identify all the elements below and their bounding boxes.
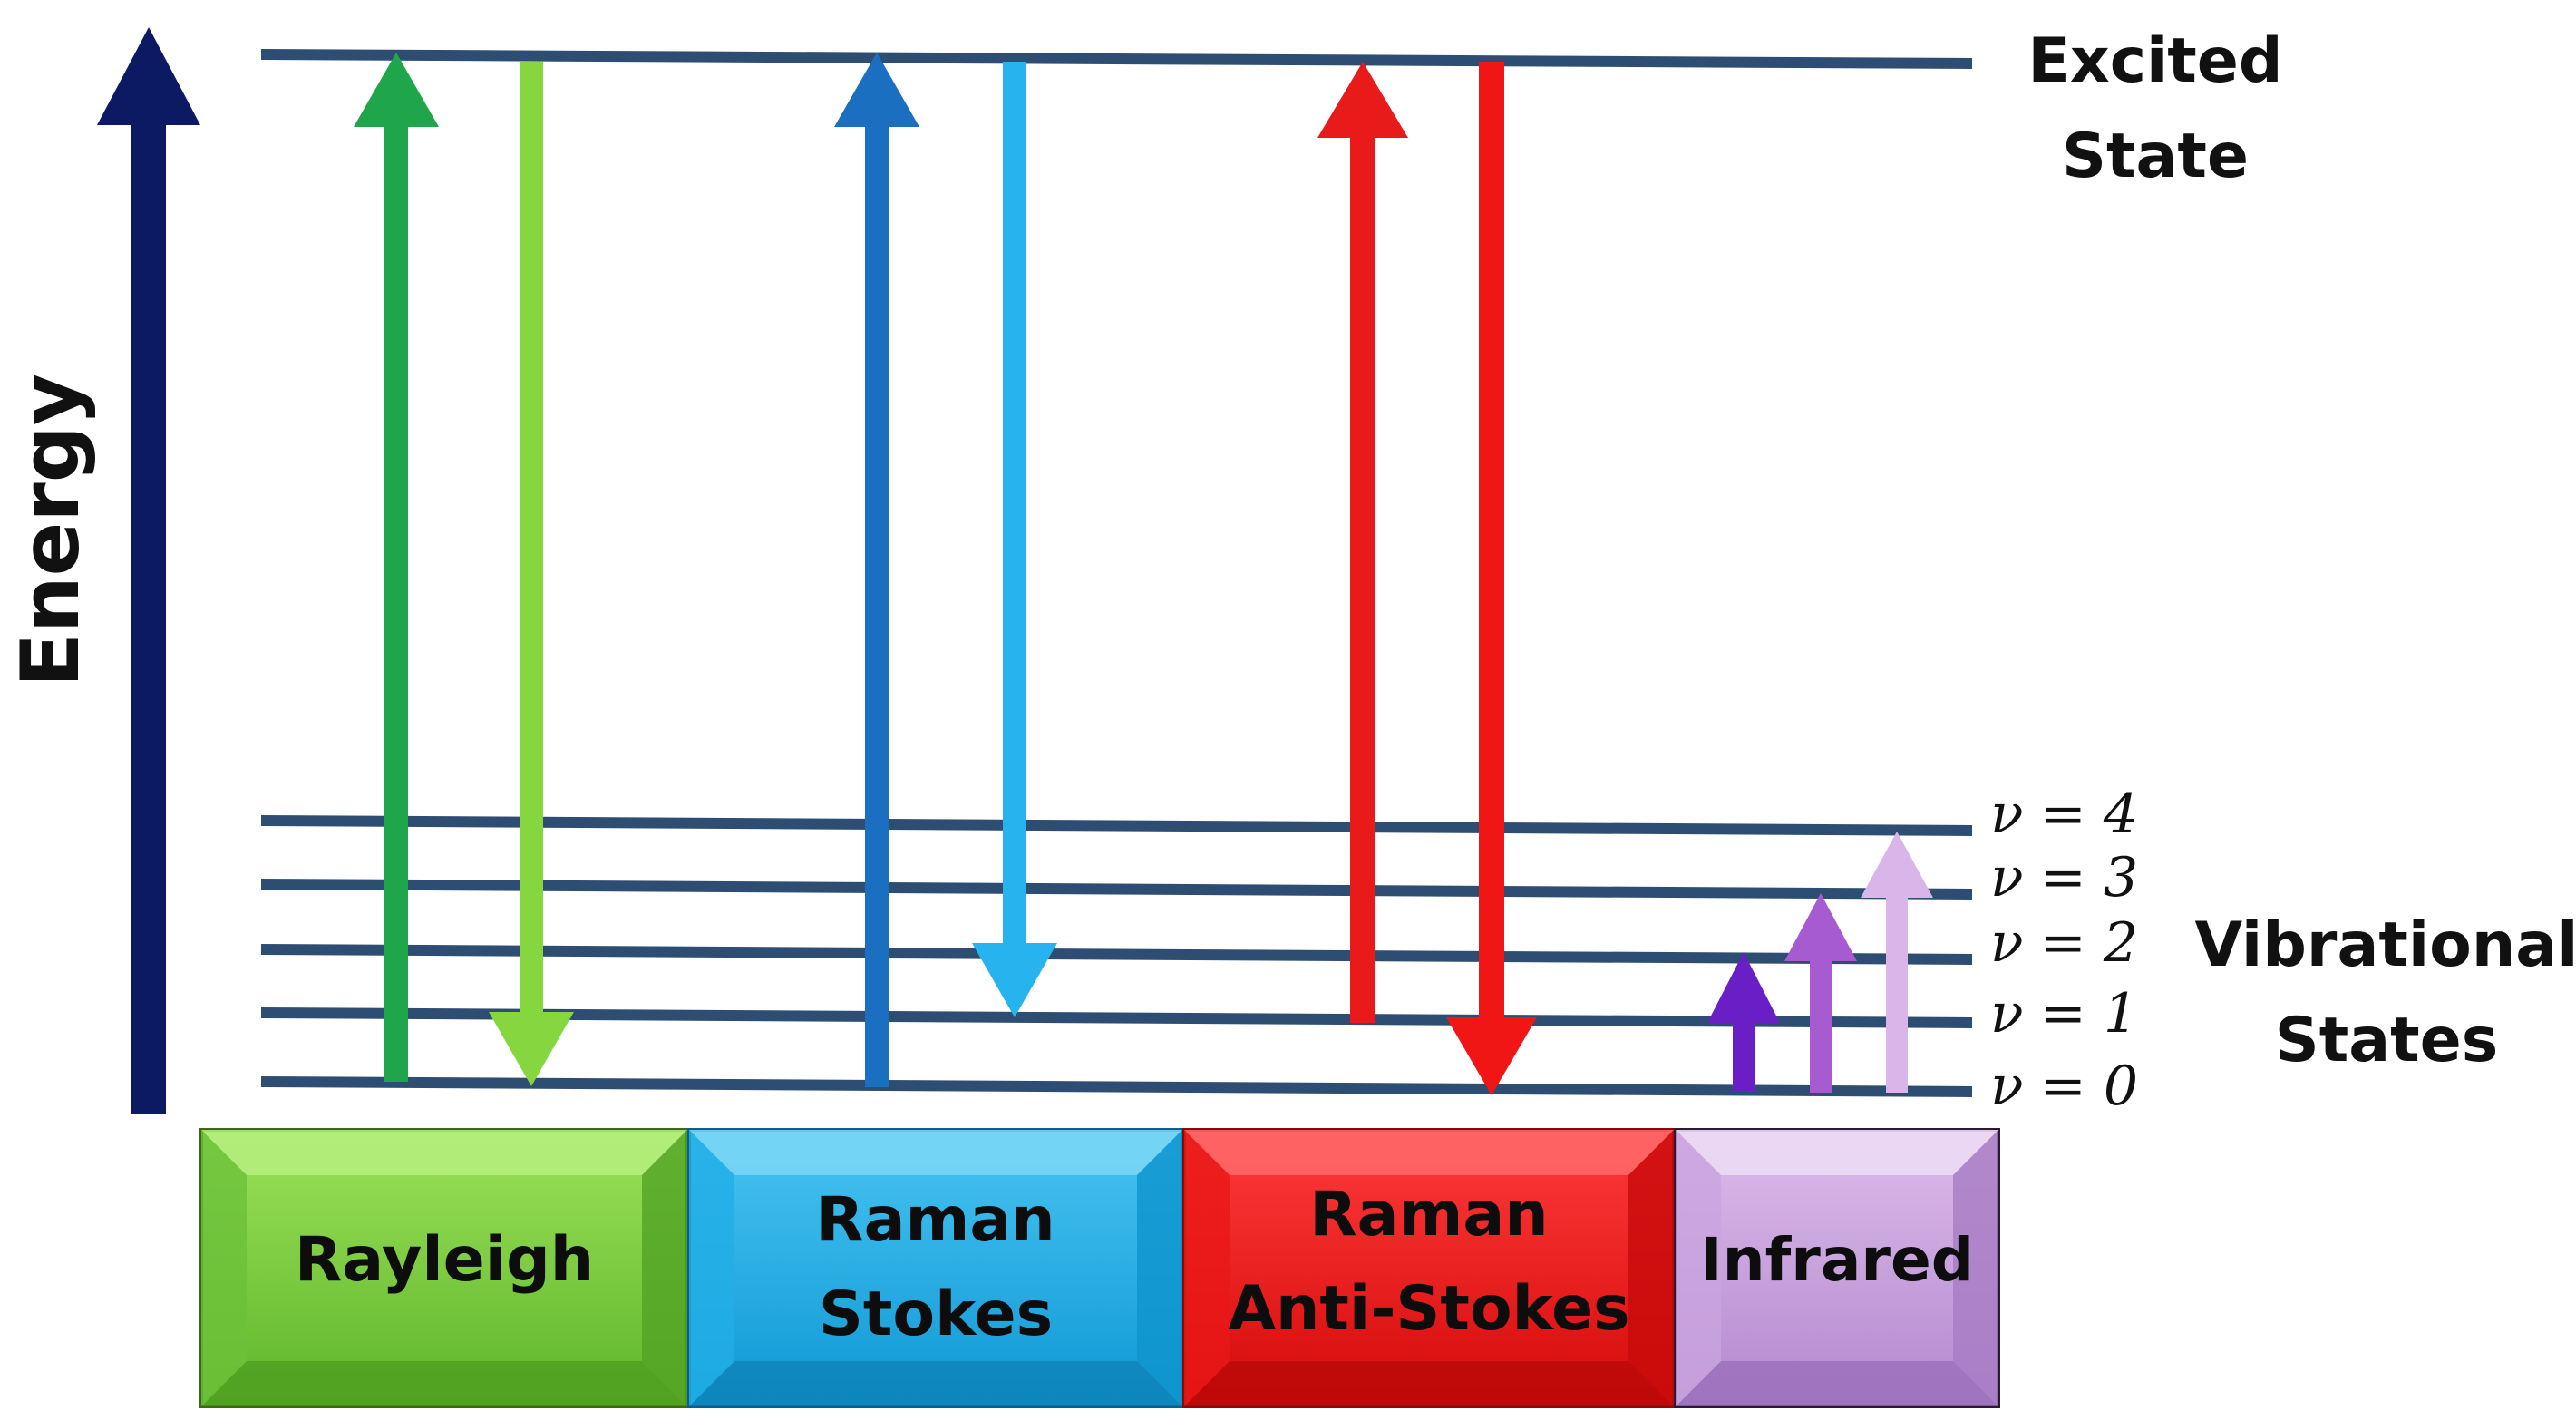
excited-state-label: State <box>2062 121 2249 192</box>
infrared-label: Infrared <box>1700 1225 1974 1295</box>
anti-stokes-down-arrow <box>1446 62 1537 1095</box>
rayleigh-up-arrow <box>354 53 439 1082</box>
excited-state-label: Excited <box>2027 25 2282 97</box>
raman-anti-stokes-label: Anti-Stokes <box>1228 1273 1629 1345</box>
energy-levels <box>260 49 1973 1097</box>
rayleigh-box: Rayleigh <box>199 1128 689 1408</box>
infrared-arrow-1 <box>1707 952 1780 1091</box>
vibrational-level-line <box>260 815 1973 836</box>
stokes-up-arrow <box>834 53 919 1087</box>
vibrational-level-labels: ν = 4 ν = 3 ν = 2 ν = 1 ν = 0 <box>1990 783 2138 1118</box>
raman-anti-stokes-label: Raman <box>1309 1179 1548 1250</box>
level-label-v4: ν = 4 <box>1990 783 2138 846</box>
transition-arrows <box>354 53 1933 1095</box>
energy-axis: Energy <box>4 27 200 1114</box>
raman-stokes-label: Raman <box>816 1184 1055 1256</box>
energy-axis-shaft <box>131 116 166 1114</box>
vibrational-states-label: Vibrational <box>2195 909 2576 981</box>
energy-axis-arrowhead <box>97 27 200 125</box>
raman-stokes-label: Stokes <box>819 1279 1053 1350</box>
anti-stokes-up-arrow <box>1317 62 1408 1023</box>
vibrational-states-label: States <box>2275 1005 2498 1076</box>
excited-state-line <box>260 49 1973 69</box>
rayleigh-label: Rayleigh <box>295 1224 594 1296</box>
stokes-down-arrow <box>972 62 1057 1017</box>
infrared-arrow-2 <box>1784 893 1857 1093</box>
vibrational-level-line <box>260 1076 1973 1097</box>
raman-anti-stokes-box: Raman Anti-Stokes <box>1182 1128 1676 1408</box>
level-label-v0: ν = 0 <box>1990 1055 2138 1118</box>
level-label-v3: ν = 3 <box>1990 846 2138 909</box>
level-label-v2: ν = 2 <box>1990 911 2138 975</box>
process-boxes: Rayleigh Raman Stokes Raman Anti-Stokes <box>199 1128 2000 1408</box>
raman-stokes-box: Raman Stokes <box>687 1128 1184 1408</box>
infrared-arrow-3 <box>1861 832 1933 1093</box>
vibrational-level-line <box>260 944 1973 965</box>
level-label-v1: ν = 1 <box>1990 982 2138 1046</box>
energy-axis-label: Energy <box>4 374 97 687</box>
infrared-box: Infrared <box>1674 1128 2000 1408</box>
vibrational-level-line <box>260 879 1973 900</box>
rayleigh-down-arrow <box>489 62 574 1086</box>
